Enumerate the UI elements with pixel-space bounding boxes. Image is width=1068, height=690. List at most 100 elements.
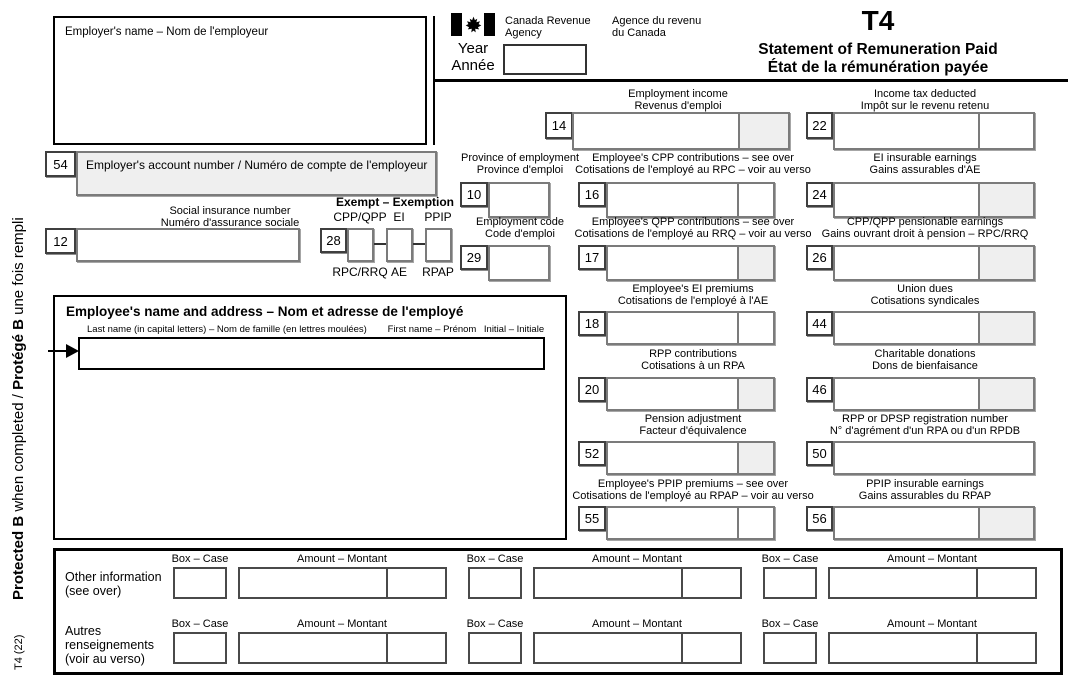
box29-field[interactable] <box>488 245 550 281</box>
box56-cents[interactable] <box>978 508 1033 538</box>
box24-field[interactable] <box>833 182 1035 218</box>
box20-cents[interactable] <box>737 379 773 409</box>
sin-field[interactable] <box>76 228 300 262</box>
box18-number: 18 <box>578 311 606 336</box>
box22-field[interactable] <box>833 112 1035 150</box>
employer-name-label: Employer's name – Nom de l'employeur <box>65 26 269 38</box>
box14-cents[interactable] <box>738 114 788 148</box>
box22-cents[interactable] <box>978 114 1033 148</box>
other-info-label-en: Other information(see over) <box>65 570 162 598</box>
exempt-rpcrrq-label: RPC/RRQ <box>332 265 388 279</box>
box56-number: 56 <box>806 506 833 531</box>
box14-field[interactable] <box>572 112 790 150</box>
oi-r2g2-box-input[interactable] <box>468 632 522 664</box>
box26-field[interactable] <box>833 245 1035 281</box>
oi-r1g1-box-label: Box – Case <box>171 553 229 565</box>
box24-cents[interactable] <box>978 184 1033 216</box>
box55-cents[interactable] <box>737 508 773 538</box>
box44-cents[interactable] <box>978 313 1033 343</box>
oi-r1g3-box-input[interactable] <box>763 567 817 599</box>
box50-number: 50 <box>806 441 833 466</box>
exempt-title: Exempt – Exemption <box>335 195 455 209</box>
box20-field[interactable] <box>606 377 775 411</box>
box17-number: 17 <box>578 245 606 270</box>
employee-name-input[interactable] <box>78 337 545 370</box>
box29-number: 29 <box>460 245 488 270</box>
year-input[interactable] <box>503 44 587 75</box>
exempt-cppqpp-checkbox[interactable] <box>347 228 374 262</box>
oi-r2g1-amount-input[interactable] <box>238 632 447 664</box>
box14-number: 14 <box>545 112 573 139</box>
box28-number: 28 <box>320 228 347 253</box>
maple-leaf-icon <box>465 16 481 33</box>
oi-r1g2-amount-input[interactable] <box>533 567 742 599</box>
exempt-rpap-label: RPAP <box>422 265 454 279</box>
oi-r2g3-box-input[interactable] <box>763 632 817 664</box>
header-rule <box>433 79 1068 82</box>
employer-name-box[interactable]: Employer's name – Nom de l'employeur <box>53 16 427 145</box>
box56-field[interactable] <box>833 506 1035 540</box>
box50-field[interactable] <box>833 441 1035 475</box>
box18-cents[interactable] <box>737 313 773 343</box>
initial-label: Initial – Initiale <box>483 324 545 335</box>
box46-field[interactable] <box>833 377 1035 411</box>
oi-r1g2-box-input[interactable] <box>468 567 522 599</box>
oi-r2g2-amount-input[interactable] <box>533 632 742 664</box>
box10-field[interactable] <box>488 182 550 218</box>
oi-r2g1-box-label: Box – Case <box>171 618 229 630</box>
box17-cents[interactable] <box>737 247 773 279</box>
oi-r1g1-box-input[interactable] <box>173 567 227 599</box>
box52-number: 52 <box>578 441 606 466</box>
oi-r1g3-amount-input[interactable] <box>828 567 1037 599</box>
oi-r1g3-amount-label: Amount – Montant <box>887 553 977 565</box>
box44-field[interactable] <box>833 311 1035 345</box>
employer-account-field[interactable]: Employer's account number / Numéro de co… <box>76 151 437 196</box>
exempt-ei-label: EI <box>393 210 405 224</box>
exempt-connector-2 <box>413 243 425 245</box>
box46-cents[interactable] <box>978 379 1033 409</box>
box55-field[interactable] <box>606 506 775 540</box>
box46-number: 46 <box>806 377 833 402</box>
oi-r1g1-amount-input[interactable] <box>238 567 447 599</box>
exempt-ppip-checkbox[interactable] <box>425 228 452 262</box>
oi-r2g1-amount-label: Amount – Montant <box>297 618 387 630</box>
box52-cents[interactable] <box>737 443 773 473</box>
oi-r2g2-box-label: Box – Case <box>466 618 524 630</box>
box18-field[interactable] <box>606 311 775 345</box>
form-title: T4 <box>861 5 895 36</box>
box22-number: 22 <box>806 112 833 139</box>
box20-number: 20 <box>578 377 606 402</box>
box10-number: 10 <box>460 182 488 207</box>
exempt-ei-checkbox[interactable] <box>386 228 413 262</box>
box16-field[interactable] <box>606 182 775 218</box>
oi-r2g3-amount-input[interactable] <box>828 632 1037 664</box>
oi-r1g3-box-label: Box – Case <box>761 553 819 565</box>
box16-cents[interactable] <box>737 184 773 216</box>
protected-b-notice: Protected B when completed / Protégé B u… <box>10 217 27 600</box>
box17-field[interactable] <box>606 245 775 281</box>
box12-number: 12 <box>45 228 76 254</box>
oi-r2g2-amount-label: Amount – Montant <box>592 618 682 630</box>
first-name-label: First name – Prénom <box>387 324 477 335</box>
box26-cents[interactable] <box>978 247 1033 279</box>
exempt-cppqpp-label: CPP/QPP <box>333 210 387 224</box>
oi-r2g1-box-input[interactable] <box>173 632 227 664</box>
employer-account-label: Employer's account number / Numéro de co… <box>86 158 428 172</box>
box52-field[interactable] <box>606 441 775 475</box>
